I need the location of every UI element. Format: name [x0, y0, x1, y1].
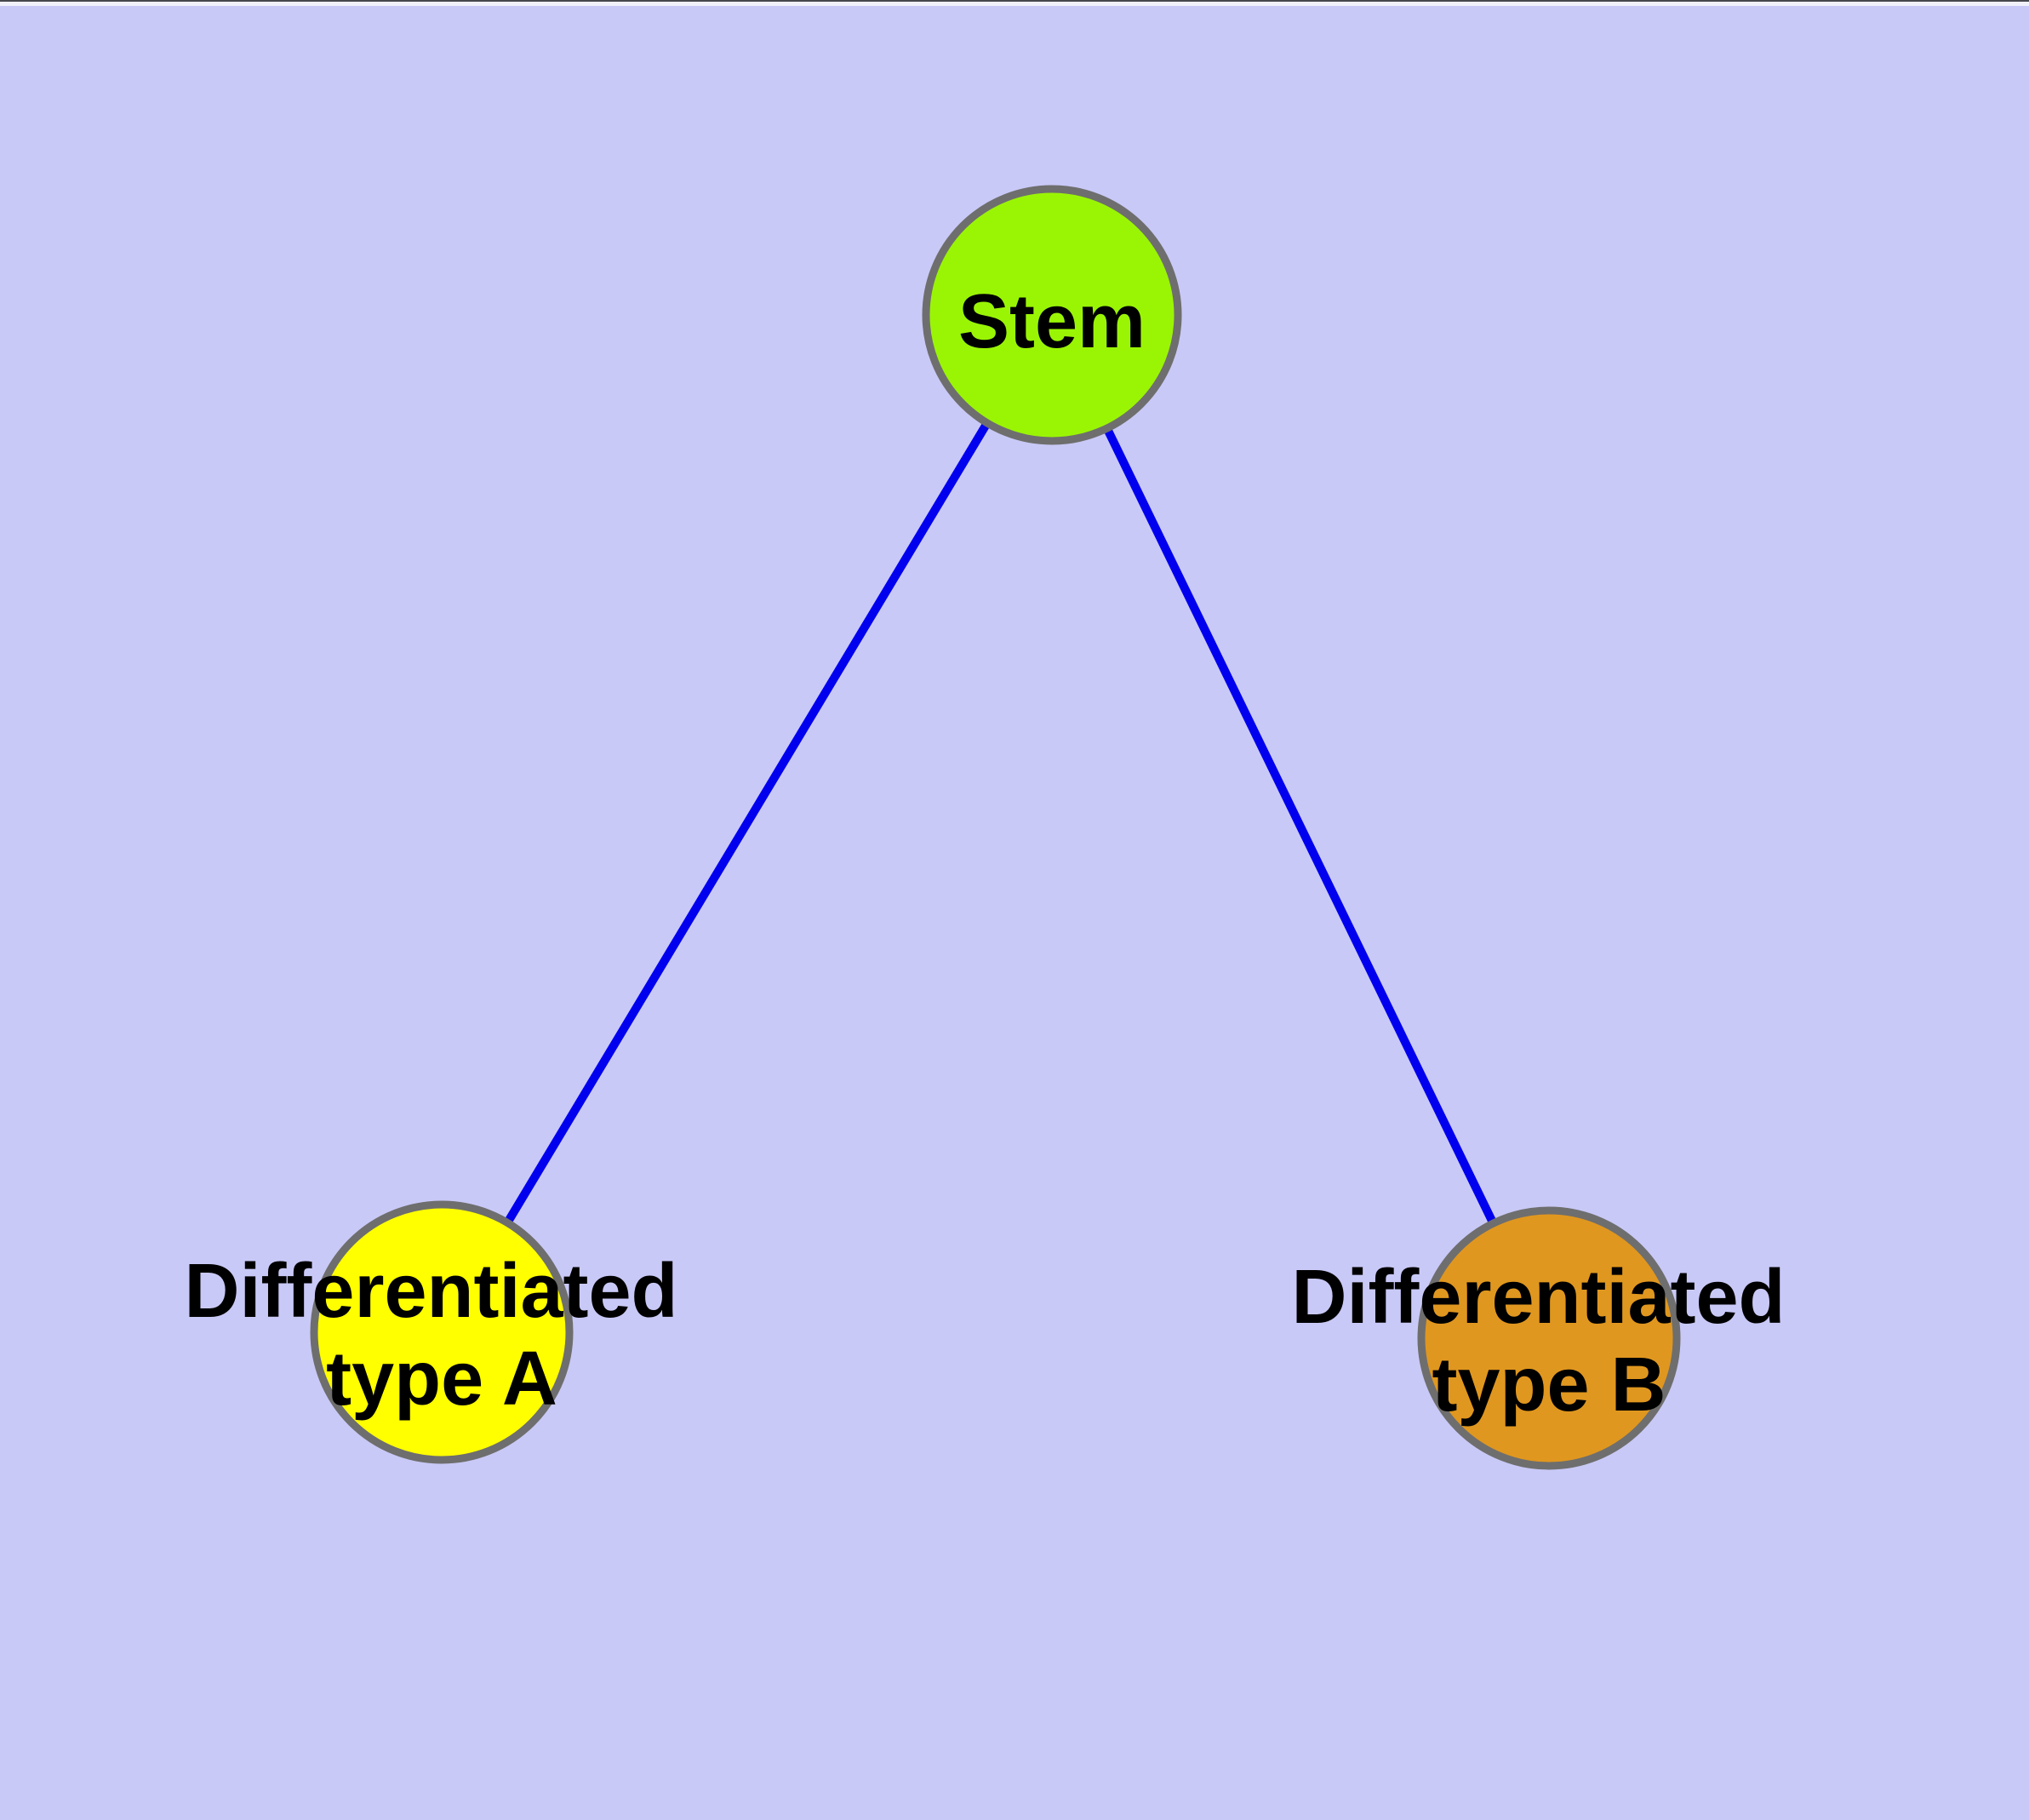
node-stem-circle [922, 185, 1182, 445]
node-type-a-label-line1: Differentiated [184, 1249, 677, 1334]
node-type-b-label-line2: type B [1432, 1342, 1666, 1428]
node-type-b-label: Differentiated type B [1291, 1255, 1806, 1428]
node-type-a-label-line2: type A [326, 1336, 557, 1422]
node-type-b-label-line1: Differentiated [1291, 1255, 1785, 1340]
node-type-b-circle [1417, 1206, 1681, 1470]
edge-stem-to-type-a [437, 312, 1056, 1335]
node-type-a-label: Differentiated type A [184, 1249, 699, 1422]
top-edge-band [0, 2, 2029, 6]
top-edge-line [0, 0, 2029, 2]
edge-stem-to-type-b [1048, 312, 1553, 1341]
edge-group [437, 312, 1553, 1341]
node-type-a-circle [310, 1200, 574, 1464]
node-stem-label: Stem [958, 279, 1146, 364]
node-group [310, 185, 1681, 1470]
